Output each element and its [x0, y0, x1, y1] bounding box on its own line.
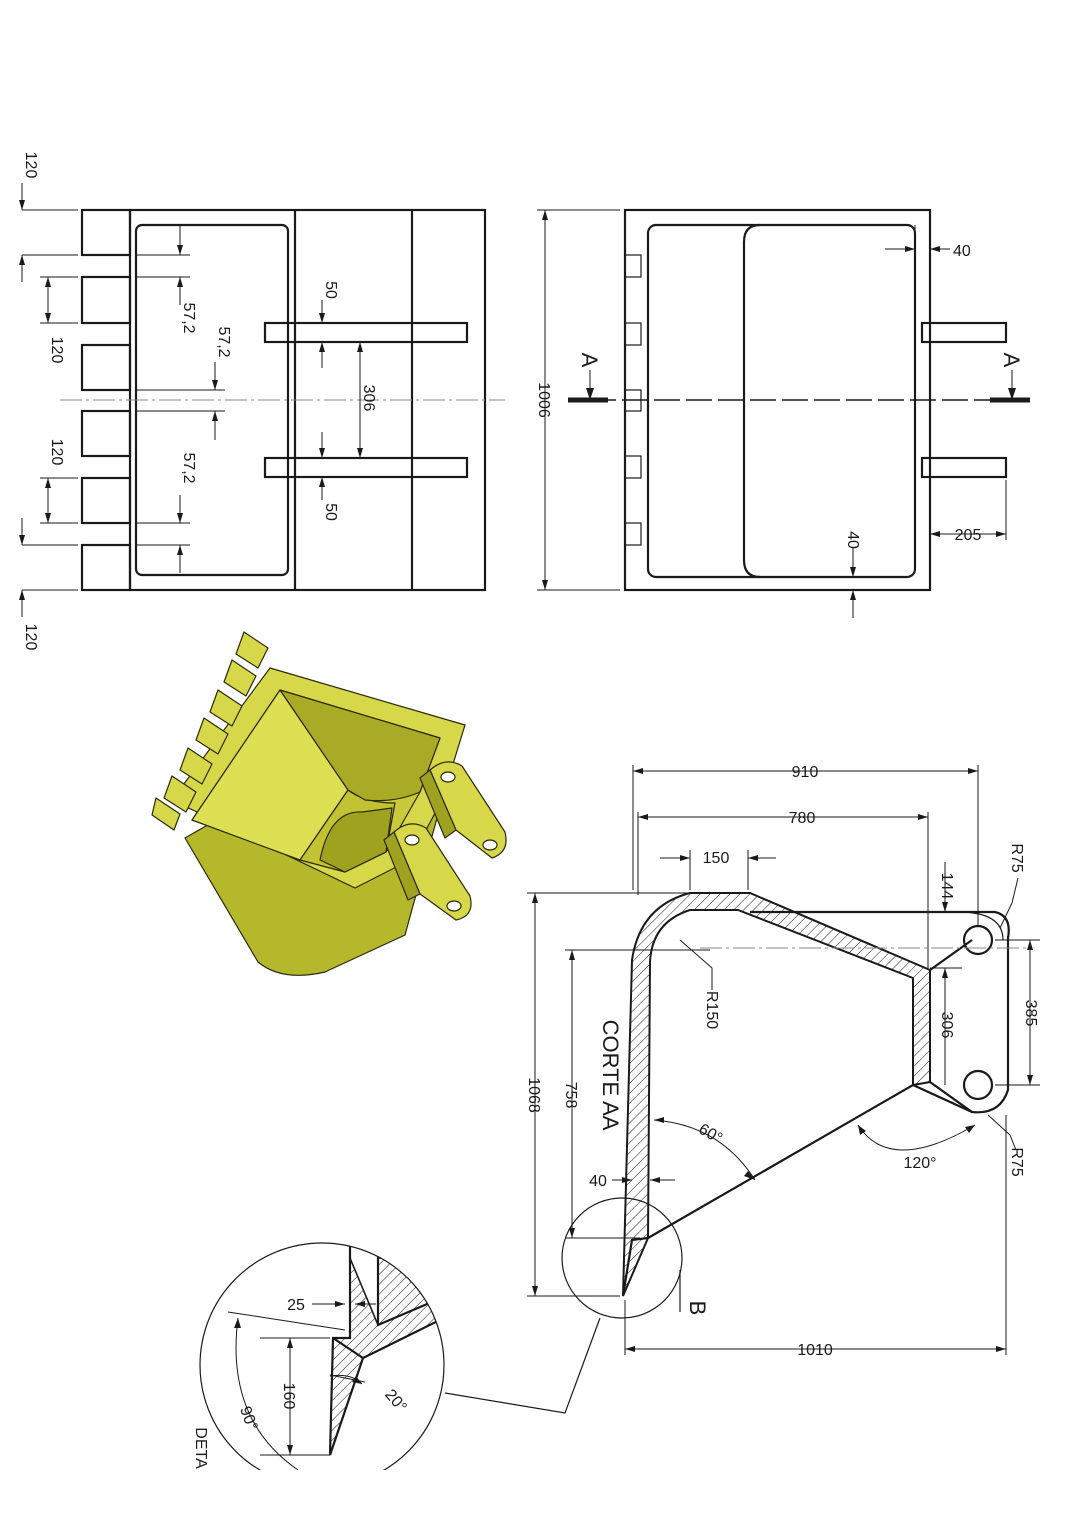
dim-306: 306	[360, 385, 377, 412]
section-view: 910 780 150 R75 144 306 385 R150 1068 75…	[444, 764, 1040, 1414]
dim-120-deg: 120°	[903, 1155, 936, 1172]
dim-1068: 1068	[525, 1077, 542, 1113]
dim-120-bottom: 120	[22, 624, 39, 651]
section-mark-right: A	[999, 353, 1024, 368]
dim-120-gap-2: 120	[48, 439, 65, 466]
front-view: 120 120 120 120 57,2 57,2 57,2 50 306 50	[19, 152, 505, 651]
dim-57-2-c: 57,2	[180, 452, 197, 483]
dim-20-deg: 20°	[381, 1386, 410, 1415]
bucket-3d-model	[151, 631, 507, 976]
dim-910: 910	[792, 764, 819, 781]
dim-r75-bottom: R75	[1008, 1147, 1025, 1176]
dim-r150: R150	[703, 991, 720, 1029]
dim-40-bottom: 40	[844, 531, 861, 549]
dim-1010: 1010	[797, 1342, 833, 1359]
dim-50-lower: 50	[322, 503, 339, 521]
top-view-teeth	[624, 254, 642, 546]
dim-758: 758	[562, 1082, 579, 1109]
dim-150: 150	[703, 850, 730, 867]
section-mark-left: A	[577, 353, 602, 368]
top-view: A A 1006 40 40 205	[535, 208, 1030, 618]
dim-144: 144	[938, 873, 955, 900]
model-lugs	[383, 761, 507, 921]
dim-160: 160	[280, 1383, 297, 1410]
dim-r75-top: R75	[1008, 843, 1025, 872]
detail-b-callout	[561, 1197, 683, 1319]
dim-40-side: 40	[953, 243, 971, 260]
detail-b-mark: B	[685, 1301, 710, 1316]
dim-385: 385	[1022, 1000, 1039, 1027]
bucket-teeth	[80, 208, 132, 592]
section-title: CORTE AA	[598, 1020, 623, 1131]
dim-780: 780	[789, 810, 816, 827]
section-shell	[622, 892, 931, 1297]
dim-90-deg: 90°	[236, 1404, 260, 1433]
dim-1006: 1006	[535, 382, 552, 418]
dim-57-2-b: 57,2	[215, 326, 232, 357]
dim-50-upper: 50	[322, 281, 339, 299]
dim-40-wall: 40	[589, 1173, 607, 1190]
model-teeth	[151, 631, 269, 831]
lug-upper	[263, 321, 469, 344]
dim-57-2-a: 57,2	[180, 302, 197, 333]
top-lug-upper	[920, 321, 1008, 344]
detail-label: DETA	[192, 1427, 209, 1469]
dim-25: 25	[287, 1297, 305, 1314]
dim-120-gap-1: 120	[48, 337, 65, 364]
dim-120-top: 120	[22, 152, 39, 179]
top-lug-lower	[920, 456, 1008, 479]
lug-lower	[263, 456, 469, 479]
detail-view: 25 160 20° 90° DETA	[0, 1242, 1073, 1520]
dim-205: 205	[955, 527, 982, 544]
dim-306-section: 306	[938, 1012, 955, 1039]
